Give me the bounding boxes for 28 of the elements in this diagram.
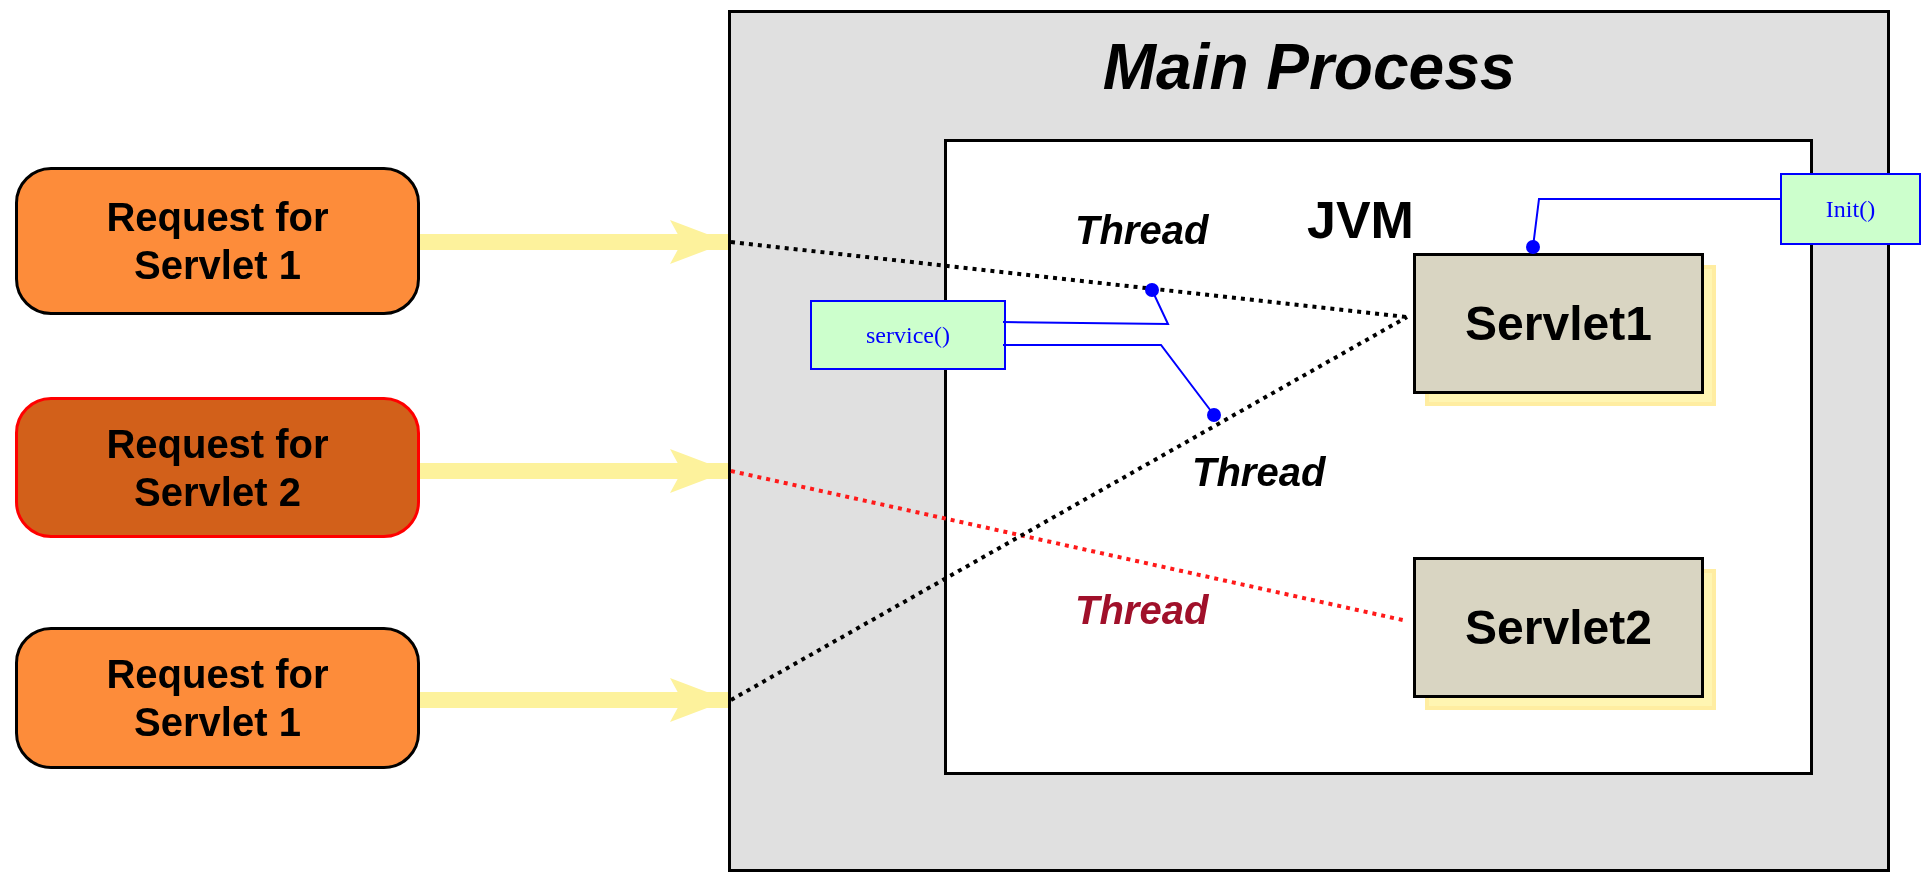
node-label: Servlet1 bbox=[1465, 299, 1652, 348]
servlet-box bbox=[1413, 557, 1704, 698]
node-label: Request for Servlet 1 bbox=[105, 194, 330, 289]
arrow bbox=[420, 220, 728, 264]
thread-label: Thread bbox=[1075, 210, 1209, 250]
thread-label: Thread bbox=[1192, 452, 1326, 492]
process-panel bbox=[728, 10, 1890, 872]
leader-line bbox=[1002, 344, 1221, 422]
servlet-box bbox=[1413, 253, 1704, 394]
leader-line bbox=[1526, 198, 1781, 254]
node-label: service() bbox=[866, 323, 950, 347]
request-box bbox=[15, 167, 420, 315]
arrow bbox=[420, 449, 728, 493]
node-label: Request for Servlet 1 bbox=[105, 651, 330, 746]
node-label: JVM bbox=[1307, 194, 1414, 246]
request-box bbox=[15, 397, 420, 538]
node-label: Main Process bbox=[1101, 35, 1517, 99]
thread-label: Thread bbox=[1075, 590, 1209, 630]
dotted-line bbox=[730, 240, 1408, 319]
arrow bbox=[420, 678, 728, 722]
node-label: Init() bbox=[1825, 197, 1876, 221]
method-callout bbox=[810, 300, 1006, 370]
method-callout bbox=[1780, 173, 1921, 245]
request-box bbox=[15, 627, 420, 769]
leader-line bbox=[1002, 283, 1170, 325]
node-label: Servlet2 bbox=[1465, 603, 1652, 652]
node-label: Request for Servlet 2 bbox=[105, 420, 330, 516]
dotted-line bbox=[730, 315, 1408, 702]
